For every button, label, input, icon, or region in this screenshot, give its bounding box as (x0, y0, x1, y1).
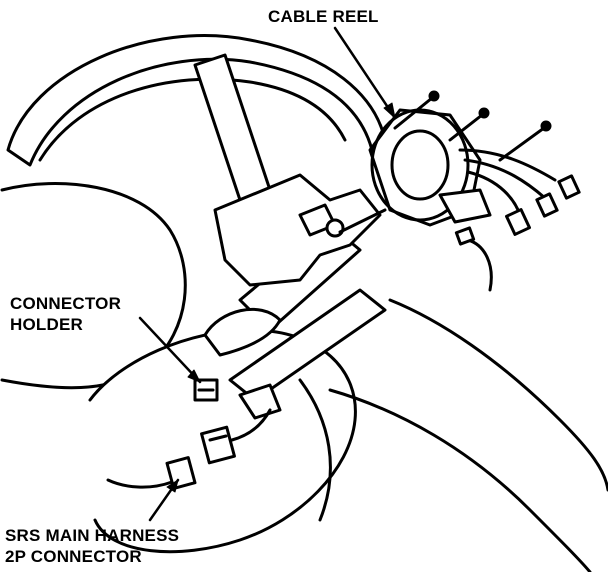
label-connector-holder-line2: HOLDER (10, 315, 83, 334)
srs-connector-a (200, 425, 236, 465)
srs-harness-wire (106, 478, 174, 489)
column-rod (338, 208, 387, 234)
harness-wire-down (466, 238, 493, 292)
column-lower-edge (298, 378, 332, 522)
harness-wire-b (463, 158, 547, 200)
harness-clip (454, 226, 476, 246)
label-cable-reel: CABLE REEL (268, 7, 379, 26)
harness-connector-3 (505, 208, 531, 236)
label-connector-holder: CONNECTOR HOLDER (10, 293, 121, 335)
leader-cable-reel (333, 26, 397, 120)
leader-cable-reel-arrow (383, 102, 396, 119)
cable-reel-housing (368, 108, 482, 227)
srs-connector-b (165, 456, 197, 490)
column-bracket (213, 173, 382, 287)
holder-bracket (203, 307, 282, 357)
srs-harness-wire-2 (230, 408, 272, 442)
harness-connector-2 (535, 192, 559, 218)
dash-panel (388, 298, 608, 492)
column-bolt (325, 218, 345, 238)
leader-connector-holder (138, 316, 202, 384)
steering-wheel-rim (6, 34, 387, 167)
label-connector-holder-line1: CONNECTOR (10, 294, 122, 313)
cable-reel-tab (438, 188, 492, 224)
steering-wheel-inner (38, 77, 347, 162)
leader-connector-holder-arrow (187, 369, 201, 383)
screw-2 (448, 107, 490, 142)
screw-1 (393, 90, 440, 130)
dash-panel-lower (328, 388, 592, 572)
label-srs-connector-line1: SRS MAIN HARNESS (5, 526, 180, 545)
leader-srs-connector-arrow (166, 479, 179, 493)
label-srs-connector: SRS MAIN HARNESS 2P CONNECTOR (5, 525, 179, 567)
wheel-hub (0, 181, 187, 390)
label-srs-connector-line2: 2P CONNECTOR (5, 547, 142, 566)
cable-reel-inner (390, 129, 450, 201)
harness-wire-a (458, 148, 557, 182)
screw-3 (498, 120, 552, 162)
harness-connector-1 (557, 174, 581, 200)
